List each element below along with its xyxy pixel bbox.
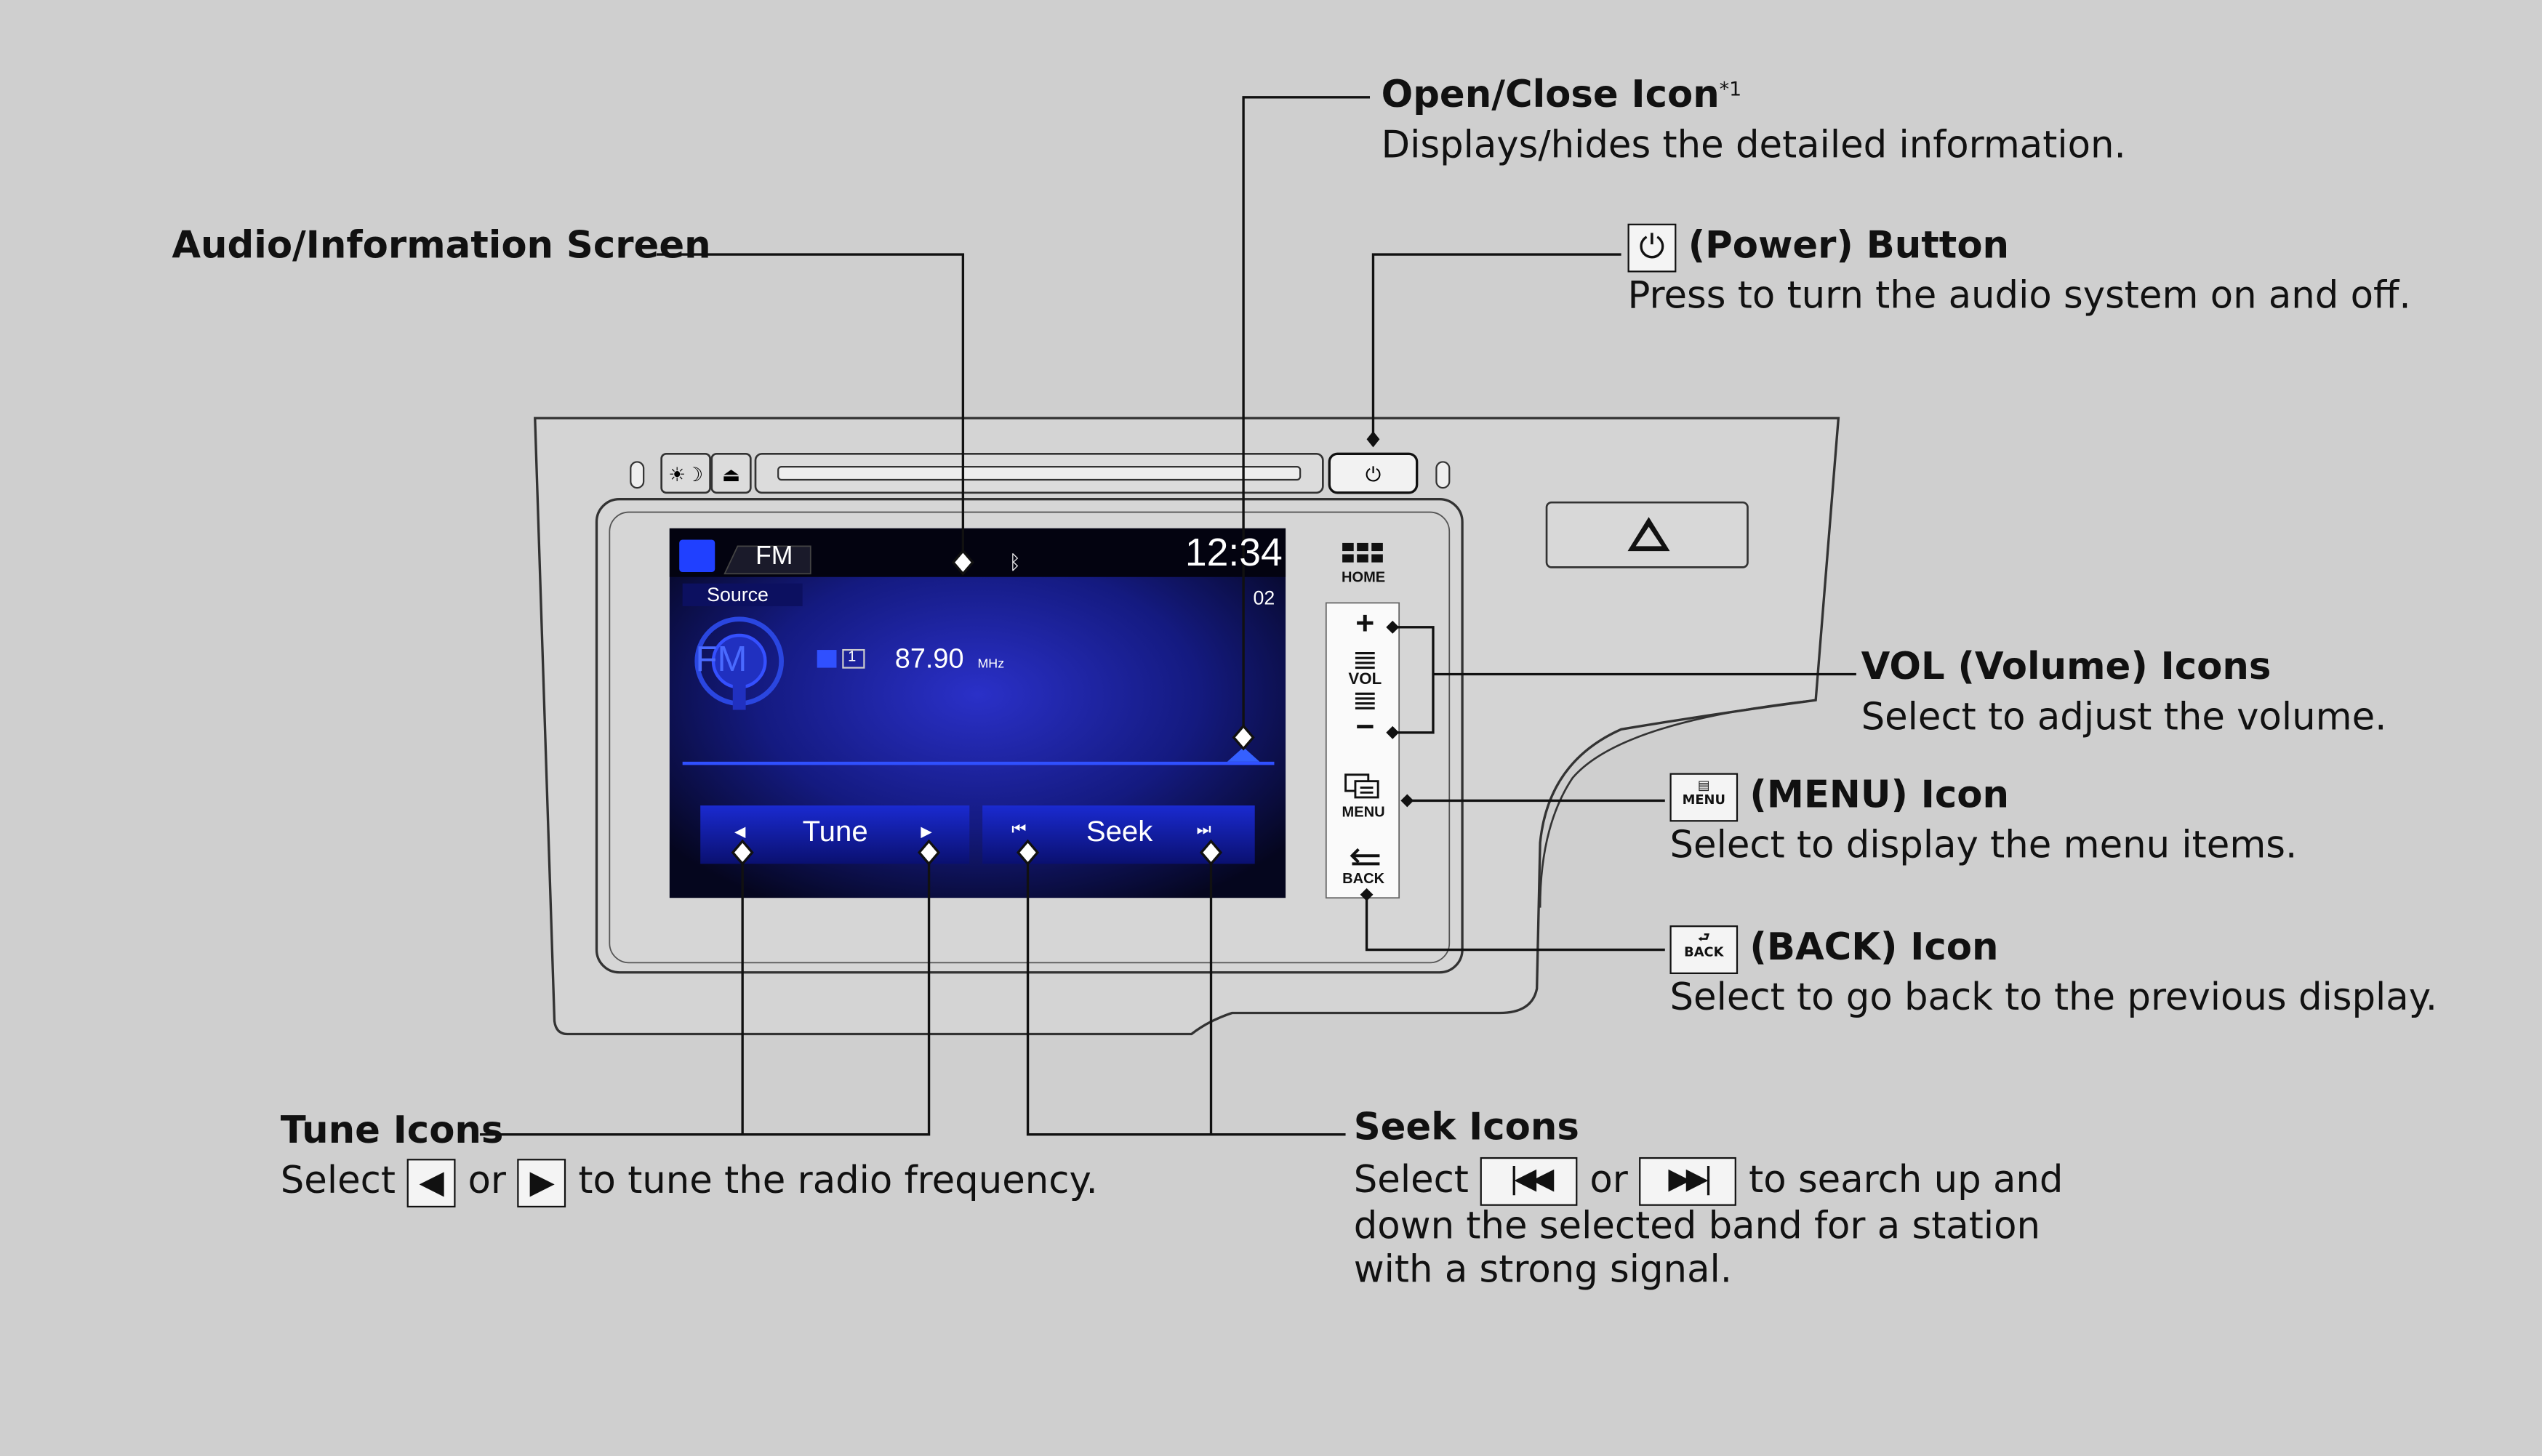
label-menu-desc: Select to display the menu items. xyxy=(1669,824,2298,867)
label-back-desc: Select to go back to the previous displa… xyxy=(1669,977,2438,1020)
label-seek-desc-post: to search up and xyxy=(1749,1159,2064,1202)
tune-up-icon[interactable]: ▶ xyxy=(921,823,932,840)
screen-preset-num: 02 xyxy=(1253,587,1275,610)
callout-lines xyxy=(479,96,1856,1136)
disc-slot-inner xyxy=(777,466,1302,481)
source-bar[interactable] xyxy=(682,583,803,606)
vol-bars xyxy=(1355,651,1375,709)
control-strip xyxy=(1325,602,1400,899)
label-menu: ▤MENU (MENU) Icon Select to display the … xyxy=(1669,771,2297,872)
audio-source-icon[interactable] xyxy=(679,539,715,573)
back-icon[interactable] xyxy=(1350,848,1380,866)
label-seek-desc-line2: down the selected band for a station xyxy=(1353,1205,2040,1248)
seek-right-icon: ▶▶| xyxy=(1640,1157,1737,1206)
label-menu-title: (MENU) Icon xyxy=(1749,774,2009,817)
preset-icon xyxy=(817,650,837,668)
menu-label: MENU xyxy=(1342,803,1385,821)
label-open-close-footnote: *1 xyxy=(1719,78,1742,101)
home-label: HOME xyxy=(1341,568,1386,585)
label-tune-desc-post: to tune the radio frequency. xyxy=(578,1160,1098,1203)
tune-down-icon[interactable]: ◀ xyxy=(734,823,746,840)
home-icon[interactable] xyxy=(1342,542,1383,563)
label-seek-or: or xyxy=(1589,1159,1628,1202)
eject-button[interactable] xyxy=(710,452,752,494)
screen-fm-logo: FM xyxy=(695,638,747,680)
seek-left-icon: |◀◀ xyxy=(1480,1157,1579,1206)
fm-logo-stem xyxy=(732,683,746,710)
callout-seek xyxy=(1026,852,1346,1136)
callout-open-close xyxy=(1242,96,1371,738)
menu-icon[interactable] xyxy=(1344,773,1379,799)
device-inner-contour xyxy=(1539,699,1816,908)
label-audio-screen: Audio/Information Screen xyxy=(172,222,710,272)
label-audio-screen-title: Audio/Information Screen xyxy=(172,225,711,268)
label-seek: Seek Icons Select |◀◀ or ▶▶| to search u… xyxy=(1354,1107,2064,1293)
callout-back xyxy=(1365,896,1665,952)
label-tune-or: or xyxy=(468,1160,506,1203)
label-power: ⏻ (Power) Button Press to turn the audio… xyxy=(1627,222,2411,322)
power-button[interactable] xyxy=(1328,452,1419,494)
label-vol-desc: Select to adjust the volume. xyxy=(1861,696,2387,739)
label-seek-desc: Select |◀◀ or ▶▶| to search up and xyxy=(1353,1157,2064,1206)
tune-label: Tune xyxy=(802,815,868,848)
label-open-close: Open/Close Icon*1 Displays/hides the det… xyxy=(1382,71,2126,172)
callout-markers xyxy=(731,549,1255,866)
seek-label: Seek xyxy=(1086,815,1153,848)
vol-minus-icon[interactable]: − xyxy=(1355,709,1375,746)
open-close-icon[interactable] xyxy=(1227,747,1260,762)
label-tune: Tune Icons Select ◀ or ▶ to tune the rad… xyxy=(281,1107,1098,1207)
label-power-title: (Power) Button xyxy=(1688,225,2010,268)
callout-tune xyxy=(479,852,931,1136)
power-icon: ⏻ xyxy=(1627,222,1677,272)
hazard-button[interactable] xyxy=(1545,501,1749,568)
screen-unit: MHz xyxy=(977,656,1005,672)
eject-icon: ⏏ xyxy=(722,464,740,486)
vol-plus-icon[interactable]: + xyxy=(1355,606,1375,642)
power-button-icon: ⏻ xyxy=(1366,464,1381,486)
hazard-icon xyxy=(1627,517,1670,552)
label-back-title: (BACK) Icon xyxy=(1749,927,1999,970)
screen-preset-badge: 1 xyxy=(848,648,857,665)
callout-vol-bracket xyxy=(1392,626,1435,734)
left-knob[interactable] xyxy=(630,461,645,489)
menu-box-icon: ▤MENU xyxy=(1669,772,1739,821)
label-seek-desc-line3: with a strong signal. xyxy=(1353,1250,1733,1292)
screen-band: FM xyxy=(755,542,793,571)
menu-box-icon-text: MENU xyxy=(1682,792,1725,807)
band-tab xyxy=(723,545,811,575)
tune-right-icon: ▶ xyxy=(518,1158,567,1207)
label-seek-title: Seek Icons xyxy=(1353,1106,1579,1149)
screen-frequency: 87.90 xyxy=(894,643,964,675)
screen-source: Source xyxy=(707,583,769,606)
label-tune-desc-pre: Select xyxy=(280,1160,396,1203)
back-box-icon: ⮐BACK xyxy=(1669,924,1739,973)
preset-badge xyxy=(842,648,865,669)
label-seek-desc-pre: Select xyxy=(1353,1159,1469,1202)
label-open-close-desc: Displays/hides the detailed information. xyxy=(1381,124,2126,167)
callout-power xyxy=(1371,253,1621,438)
callout-audio-screen xyxy=(656,253,965,561)
vol-label: VOL xyxy=(1348,671,1382,689)
label-tune-title: Tune Icons xyxy=(280,1110,504,1153)
device-inner-panel-edge xyxy=(609,511,1451,964)
tune-left-icon: ◀ xyxy=(407,1158,457,1207)
seek-down-icon[interactable]: ⏮ xyxy=(1011,821,1027,840)
bluetooth-icon: ᛒ xyxy=(1009,552,1021,574)
label-back: ⮐BACK (BACK) Icon Select to go back to t… xyxy=(1669,924,2437,1024)
label-vol-title: VOL (Volume) Icons xyxy=(1861,646,2272,689)
back-label: BACK xyxy=(1342,870,1385,887)
back-box-icon-text: BACK xyxy=(1684,944,1724,959)
display-button-icon: ☀☽ xyxy=(668,464,703,486)
label-tune-desc: Select ◀ or ▶ to tune the radio frequenc… xyxy=(281,1157,1098,1207)
label-vol: VOL (Volume) Icons Select to adjust the … xyxy=(1861,643,2387,744)
label-open-close-title: Open/Close Icon xyxy=(1381,74,1720,117)
seek-up-icon[interactable]: ⏭ xyxy=(1196,821,1211,840)
right-knob[interactable] xyxy=(1435,461,1451,489)
screen-time: 12:34 xyxy=(1184,531,1283,576)
label-power-desc: Press to turn the audio system on and of… xyxy=(1627,275,2411,318)
display-button[interactable] xyxy=(660,452,711,494)
